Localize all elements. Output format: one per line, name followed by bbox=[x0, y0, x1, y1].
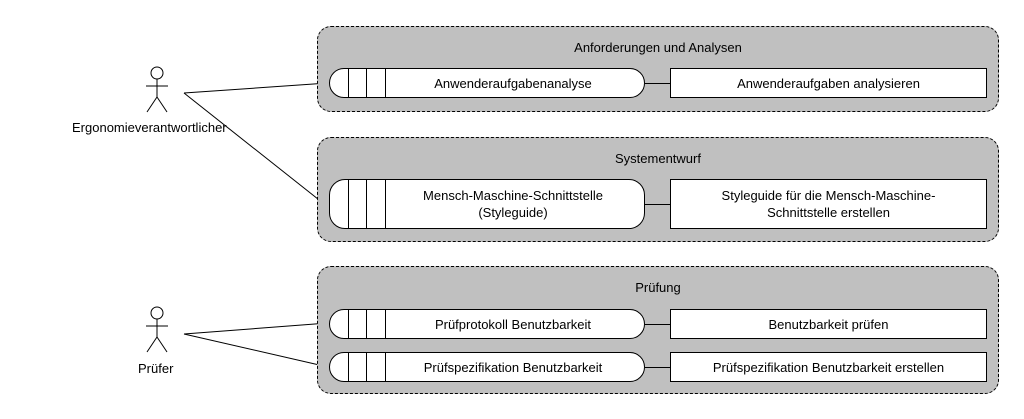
artifact-bars bbox=[330, 69, 386, 97]
connector-line bbox=[645, 367, 670, 368]
artifact-label: Anwenderaufgabenanalyse bbox=[434, 75, 592, 91]
connector-line bbox=[645, 324, 670, 325]
activity-anwenderaufgaben-analysieren[interactable]: Anwenderaufgaben analysieren bbox=[670, 68, 987, 98]
artifact-pruefspezifikation-benutzbarkeit[interactable]: Prüfspezifikation Benutzbarkeit bbox=[329, 352, 645, 382]
group-title: Anforderungen und Analysen bbox=[574, 40, 742, 55]
actor-pruefer-label: Prüfer bbox=[138, 361, 174, 376]
artifact-pruefprotokoll-benutzbarkeit[interactable]: Prüfprotokoll Benutzbarkeit bbox=[329, 309, 645, 339]
artifact-label: Prüfprotokoll Benutzbarkeit bbox=[434, 316, 592, 332]
connector-line bbox=[645, 204, 670, 205]
association-pruefer-pruefprotokoll bbox=[183, 322, 329, 335]
connector-line bbox=[645, 83, 670, 84]
actor-ergonomieverantwortlicher-icon bbox=[146, 66, 168, 113]
association-pruefer-pruefspezifikation bbox=[183, 333, 329, 368]
activity-pruefspezifikation-erstellen[interactable]: Prüfspezifikation Benutzbarkeit erstelle… bbox=[670, 352, 987, 382]
artifact-anwenderaufgabenanalyse[interactable]: Anwenderaufgabenanalyse bbox=[329, 68, 645, 98]
group-title: Prüfung bbox=[635, 280, 681, 295]
artifact-bars bbox=[330, 353, 386, 381]
activity-styleguide-erstellen[interactable]: Styleguide für die Mensch-Maschine-Schni… bbox=[670, 179, 987, 229]
association-ergonomie-mms-styleguide bbox=[183, 92, 329, 208]
artifact-bars bbox=[330, 310, 386, 338]
activity-benutzbarkeit-pruefen[interactable]: Benutzbarkeit prüfen bbox=[670, 309, 987, 339]
artifact-mensch-maschine-schnittstelle[interactable]: Mensch-Maschine-Schnittstelle (Styleguid… bbox=[329, 179, 645, 229]
actor-ergonomieverantwortlicher-label: Ergonomieverantwortlicher bbox=[72, 120, 227, 135]
artifact-label: Mensch-Maschine-Schnittstelle (Styleguid… bbox=[423, 188, 603, 220]
association-ergonomie-anwenderaufgabenanalyse bbox=[183, 82, 329, 94]
artifact-bars bbox=[330, 180, 386, 228]
artifact-label: Prüfspezifikation Benutzbarkeit bbox=[423, 359, 603, 375]
actor-pruefer-icon bbox=[146, 306, 168, 353]
group-title: Systementwurf bbox=[615, 151, 701, 166]
